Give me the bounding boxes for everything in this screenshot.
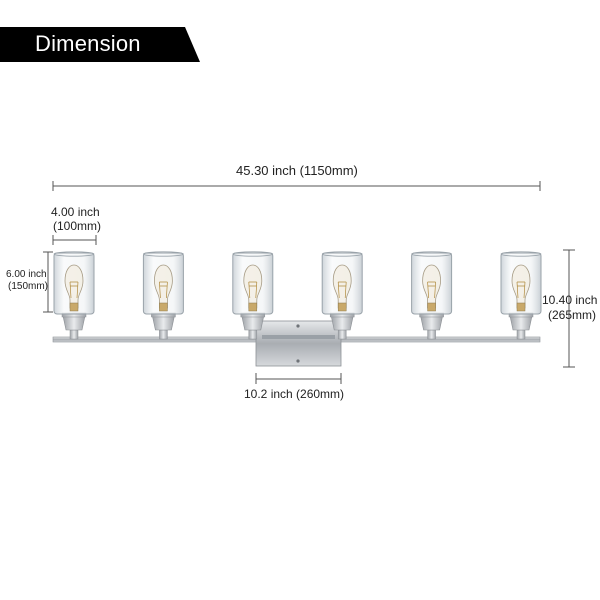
bulb-base	[159, 302, 168, 312]
light-fixture	[500, 251, 542, 340]
overall-width-dimension	[52, 181, 541, 191]
light-fixture	[411, 251, 453, 340]
edison-bulb	[332, 264, 352, 309]
shade-rim	[232, 251, 274, 257]
overall-height-inch-label: 10.40 inch	[542, 293, 598, 307]
edison-bulb	[422, 264, 442, 309]
shade-rim	[411, 251, 453, 257]
bulb-base	[427, 302, 436, 312]
shade-height-mm-label: (150mm)	[8, 281, 49, 292]
backplate-screw	[296, 359, 300, 363]
bulb-base	[69, 302, 79, 312]
socket-cup	[241, 315, 265, 331]
shade-width-dimension	[52, 235, 97, 245]
bulb-filament	[159, 281, 168, 299]
backplate-width-label: 10.2 inch (260mm)	[244, 387, 345, 401]
shade-rim	[321, 251, 363, 257]
edison-bulb	[64, 264, 84, 309]
light-fixture	[321, 251, 363, 340]
shade-rim	[53, 251, 95, 257]
lights-group	[53, 251, 542, 340]
banner-shape	[0, 27, 200, 62]
socket-cup	[509, 315, 533, 331]
light-fixture	[142, 251, 184, 340]
edison-bulb	[511, 264, 531, 309]
backplate-screw	[296, 324, 300, 328]
shade-height-inch-label: 6.00 inch	[6, 269, 47, 280]
backplate	[255, 320, 342, 367]
bulb-filament	[516, 281, 526, 299]
shade-rim	[142, 251, 184, 257]
socket-cup	[330, 315, 354, 331]
bulb-base	[516, 302, 526, 312]
arm-stem	[69, 329, 79, 340]
bulb-filament	[248, 281, 258, 299]
shade-rim	[500, 251, 542, 257]
arm-stem	[516, 329, 526, 340]
socket-cup	[62, 315, 86, 331]
overall-height-dimension	[563, 249, 575, 368]
dimension-banner: Dimension	[0, 27, 200, 62]
light-fixture	[53, 251, 95, 340]
arm-stem	[427, 329, 436, 340]
socket-cup	[420, 315, 443, 331]
arm-stem	[159, 329, 168, 340]
shade-width-mm-label: (100mm)	[53, 219, 102, 233]
bulb-filament	[427, 281, 436, 299]
overall-width-label: 45.30 inch (1150mm)	[236, 163, 358, 178]
overall-height-mm-label: (265mm)	[548, 308, 597, 322]
edison-bulb	[243, 264, 263, 309]
backplate-width-dimension	[255, 373, 342, 384]
light-fixture	[232, 251, 274, 340]
edison-bulb	[153, 264, 173, 309]
socket-cup	[152, 315, 175, 331]
arm-stem	[248, 329, 258, 340]
banner-title: Dimension	[35, 31, 141, 56]
bulb-base	[337, 302, 347, 312]
bulb-filament	[337, 281, 347, 299]
shade-height-dimension	[43, 251, 53, 313]
arm-stem	[337, 329, 347, 340]
bulb-filament	[69, 281, 79, 299]
shade-width-inch-label: 4.00 inch	[51, 205, 100, 219]
bulb-base	[248, 302, 258, 312]
